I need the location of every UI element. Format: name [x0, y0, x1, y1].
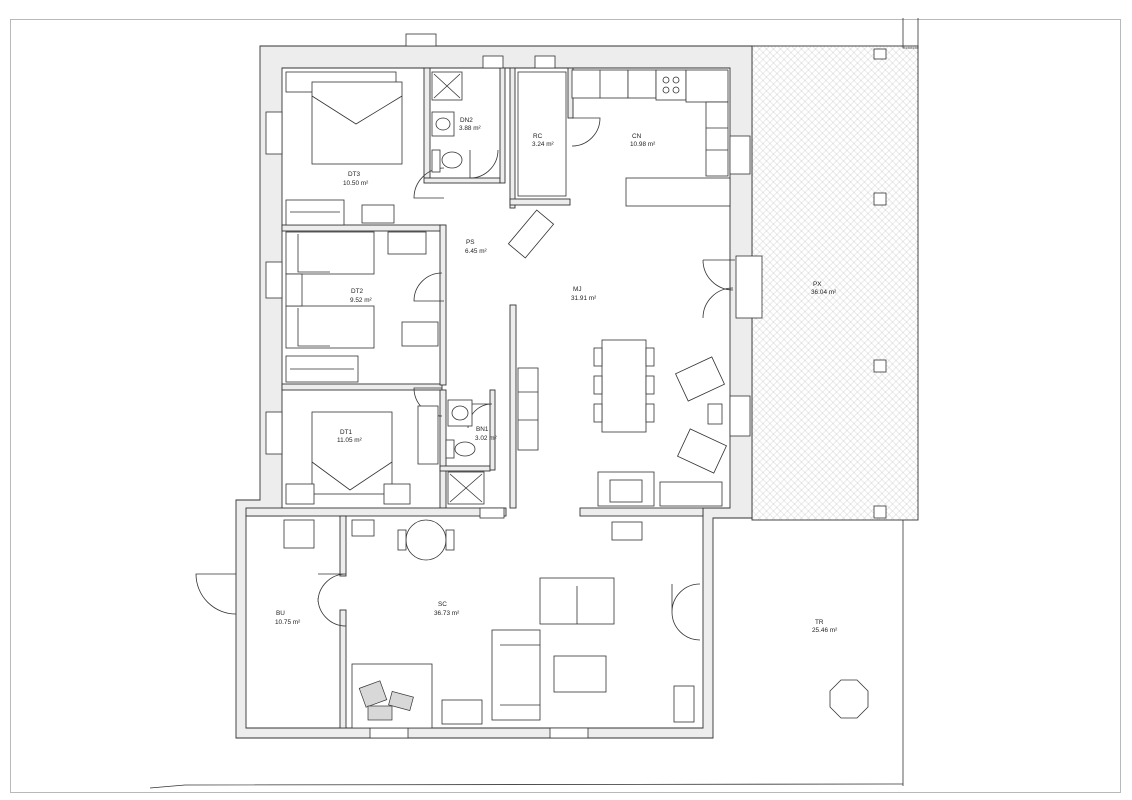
- furniture-salon: [283, 519, 695, 729]
- room-area-tr: 25.46 m²: [812, 627, 837, 634]
- furniture-bathrooms: [431, 71, 485, 505]
- furniture-dt3: [285, 71, 403, 226]
- room-code-dt2: DT2: [351, 288, 364, 295]
- room-code-dt3: DT3: [348, 171, 361, 178]
- room-area-mj: 31.91 m²: [571, 295, 596, 302]
- room-code-bu: BU: [276, 610, 285, 617]
- room-code-cn: CN: [632, 133, 642, 140]
- furniture-dt1: [285, 405, 439, 505]
- furniture-kitchen: [517, 69, 731, 207]
- room-code-rc: RC: [533, 133, 543, 140]
- room-area-dt1: 11.05 m²: [337, 437, 362, 444]
- interior-walls: [245, 67, 704, 729]
- room-code-ps: PS: [466, 239, 475, 246]
- room-code-sc: SC: [438, 601, 447, 608]
- room-code-px: PX: [813, 281, 822, 288]
- room-area-bn1: 3.02 m²: [475, 435, 497, 442]
- windows: [265, 33, 763, 739]
- furniture-terrace-tr: [829, 679, 869, 719]
- room-area-bu: 10.75 m²: [275, 619, 300, 626]
- room-code-dt1: DT1: [340, 429, 353, 436]
- room-code-tr: TR: [815, 619, 824, 626]
- room-labels: DT3 10.50 m² DN2 3.88 m² RC 3.24 m² CN 1…: [275, 117, 837, 634]
- room-area-dn2: 3.88 m²: [459, 125, 481, 132]
- room-area-sc: 36.73 m²: [434, 610, 459, 617]
- room-area-dt3: 10.50 m²: [343, 180, 368, 187]
- room-code-mj: MJ: [573, 286, 582, 293]
- room-area-ps: 6.45 m²: [465, 248, 487, 255]
- room-area-px: 36.04 m²: [811, 289, 836, 296]
- room-area-cn: 10.98 m²: [630, 141, 655, 148]
- furniture-living: [507, 209, 727, 507]
- room-area-dt2: 9.52 m²: [350, 297, 372, 304]
- room-code-dn2: DN2: [460, 117, 473, 124]
- furniture-dt2: [285, 231, 439, 383]
- terrace-px: [751, 45, 919, 521]
- room-area-rc: 3.24 m²: [532, 141, 554, 148]
- room-code-bn1: BN1: [476, 426, 489, 433]
